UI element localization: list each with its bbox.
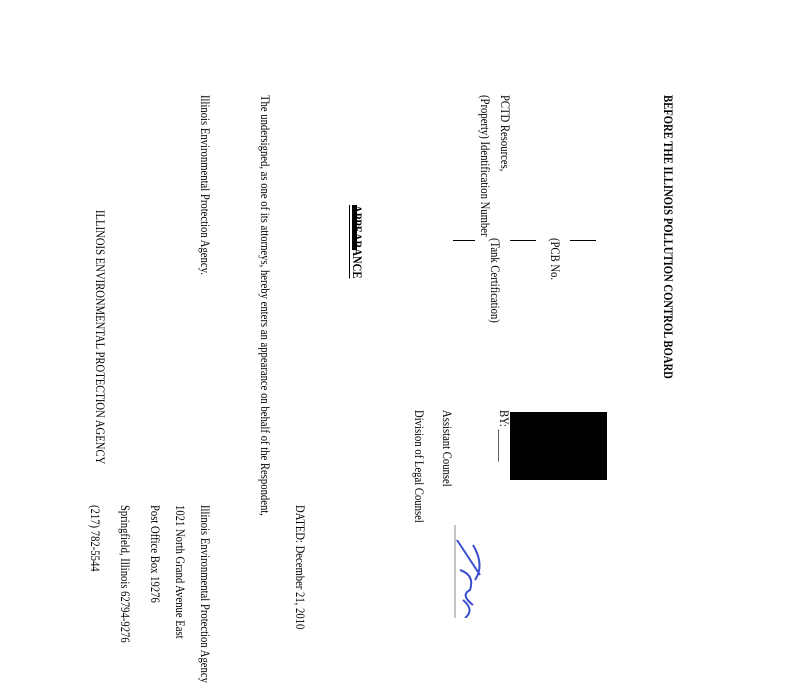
caption-pcb-label: (PCB No. <box>548 238 563 281</box>
redaction-box <box>510 412 607 480</box>
body-paragraph-line: Illinois Environmental Protection Agency… <box>198 95 213 275</box>
dated-line: DATED: December 21, 2010 <box>293 505 308 630</box>
agency-name: ILLINOIS ENVIRONMENTAL PROTECTION AGENCY <box>93 210 108 465</box>
address-line: Post Office Box 19276 <box>148 505 163 603</box>
address-line: 1021 North Grand Avenue East <box>173 505 188 639</box>
caption-matter: (Tank Certification) <box>488 238 503 323</box>
caption-party-name: PCTD Resources, <box>498 95 513 172</box>
caption-petitioner-label: (Property) Identification Number <box>478 95 493 237</box>
address-line: (217) 782-5544 <box>88 505 103 572</box>
signature-by-label: BY: ______ <box>497 410 512 462</box>
handwritten-signature <box>454 525 481 618</box>
address-line: Illinois Environmental Protection Agency <box>198 505 213 683</box>
title-underline-bar <box>352 205 357 250</box>
signature-title-2: Division of Legal Counsel <box>412 410 427 523</box>
signature-title-1: Assistant Counsel <box>440 410 455 487</box>
address-line: Springfield, Illinois 62794-9276 <box>118 505 133 643</box>
caption-divider <box>453 240 475 241</box>
caption-divider <box>570 240 596 241</box>
document-heading: BEFORE THE ILLINOIS POLLUTION CONTROL BO… <box>661 95 676 379</box>
caption-divider <box>510 240 536 241</box>
body-paragraph-line: The undersigned, as one of its attorneys… <box>258 95 273 516</box>
